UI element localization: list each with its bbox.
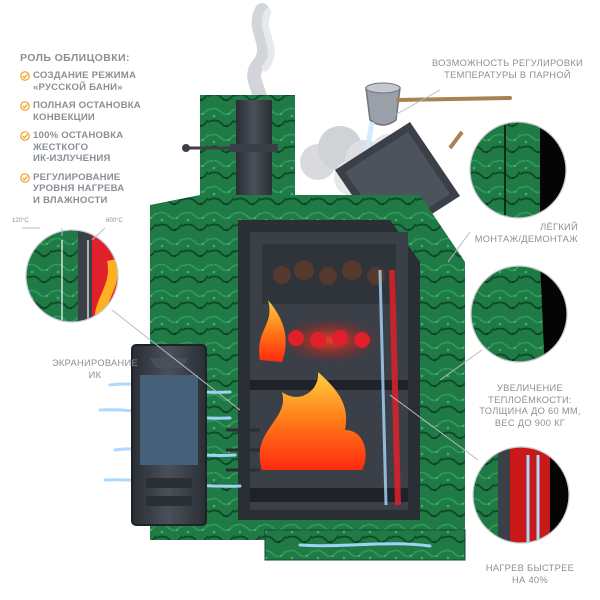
stove-door-icon[interactable] (131, 344, 207, 526)
callout-heat-capacity: УВЕЛИЧЕНИЕ ТЕПЛОЁМКОСТИ: ТОЛЩИНА ДО 60 М… (479, 383, 581, 428)
check-circle-icon (20, 71, 30, 81)
callout-ir-shielding: ЭКРАНИРОВАНИЕ ИК (51, 358, 139, 380)
detail-circle-fast-heating (472, 446, 570, 544)
feature-item: СОЗДАНИЕ РЕЖИМА «РУССКОЙ БАНИ» (20, 70, 155, 93)
temperature-inner: 600°C (106, 218, 123, 224)
temperature-outer: 120°C (12, 218, 29, 224)
leader-lines (22, 89, 483, 461)
detail-circle-mounting (469, 121, 567, 219)
feature-item-text: СОЗДАНИЕ РЕЖИМА «РУССКОЙ БАНИ» (33, 70, 137, 93)
callout-faster-heating: НАГРЕВ БЫСТРЕЕ НА 40% (485, 563, 575, 585)
callout-easy-mounting: ЛЁГКИЙ МОНТАЖ/ДЕМОНТАЖ (474, 222, 578, 244)
feature-item: 100% ОСТАНОВКА ЖЕСТКОГО ИК-ИЗЛУЧЕНИЯ (20, 130, 155, 165)
damper-handle-icon[interactable] (182, 144, 236, 152)
features-panel: РОЛЬ ОБЛИЦОВКИ: СОЗДАНИЕ РЕЖИМА «РУССКОЙ… (20, 52, 155, 213)
feature-item: ПОЛНАЯ ОСТАНОВКА КОНВЕКЦИИ (20, 100, 155, 123)
firebox-cutaway (226, 220, 420, 520)
check-circle-icon (20, 172, 30, 183)
features-panel-title: РОЛЬ ОБЛИЦОВКИ: (20, 52, 130, 64)
callout-temperature-control: ВОЗМОЖНОСТЬ РЕГУЛИРОВКИ ТЕМПЕРАТУРЫ В ПА… (431, 58, 584, 80)
detail-circle-ir-shield (25, 229, 119, 323)
feature-item-text: 100% ОСТАНОВКА ЖЕСТКОГО ИК-ИЗЛУЧЕНИЯ (33, 130, 124, 164)
fire-flames (259, 372, 366, 470)
features-list: СОЗДАНИЕ РЕЖИМА «РУССКОЙ БАНИ» ПОЛНАЯ ОСТ… (20, 70, 155, 206)
feature-item-text: РЕГУЛИРОВАНИЕ УРОВНЯ НАГРЕВА И ВЛАЖНОСТИ (33, 171, 125, 206)
detail-circle-heat-capacity (470, 265, 568, 363)
check-circle-icon (20, 131, 30, 141)
check-circle-icon (20, 101, 30, 111)
feature-item: РЕГУЛИРОВАНИЕ УРОВНЯ НАГРЕВА И ВЛАЖНОСТИ (20, 172, 155, 207)
feature-item-text: ПОЛНАЯ ОСТАНОВКА КОНВЕКЦИИ (33, 100, 141, 123)
